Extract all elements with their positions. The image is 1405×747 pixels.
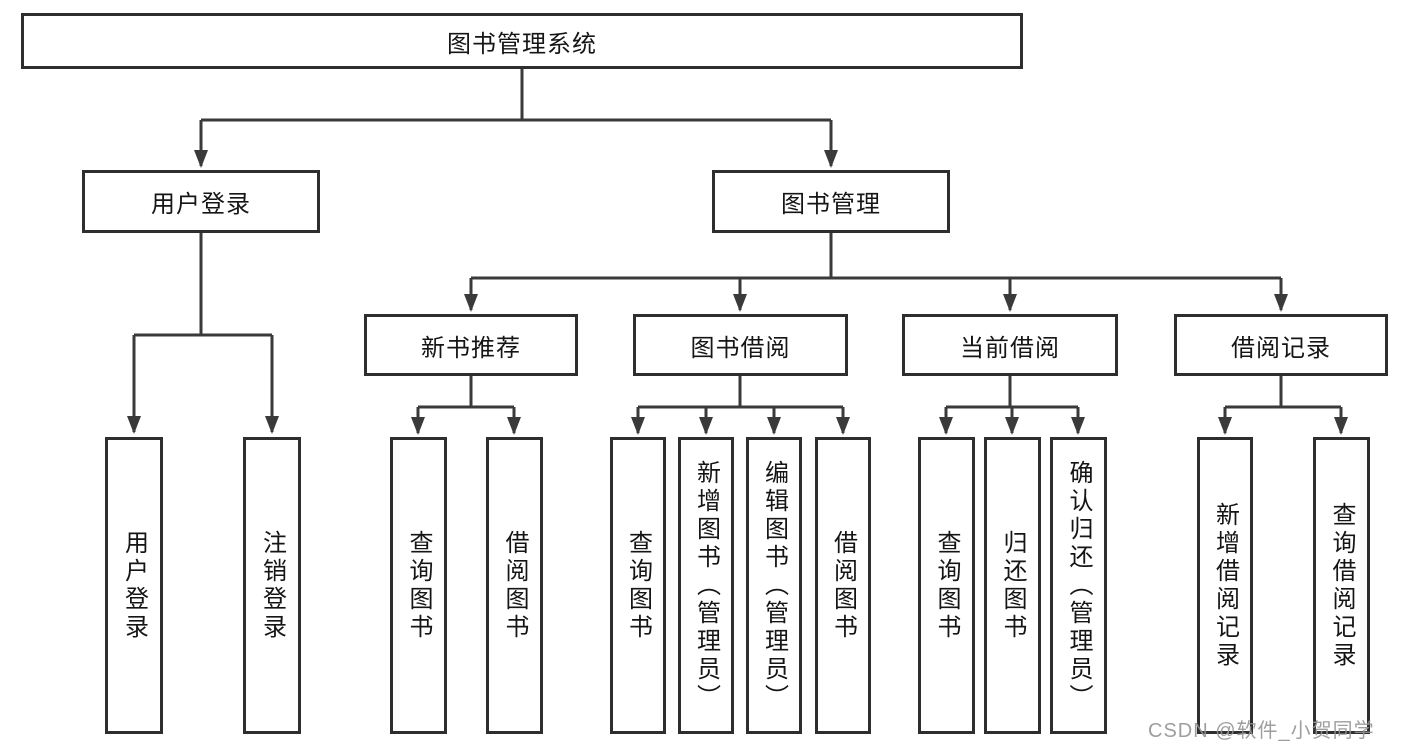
leaf-cb-confirm-return-admin: 确认归还（管理员）: [1050, 437, 1107, 734]
leaf-bb-add-books-admin: 新增图书（管理员）: [678, 437, 734, 734]
leaf-user-login: 用户登录: [105, 437, 163, 734]
leaf-bb-edit-books-admin: 编辑图书（管理员）: [746, 437, 802, 734]
node-new-book-recommend-label: 新书推荐: [421, 334, 521, 362]
node-root-system-label: 图书管理系统: [447, 30, 597, 58]
node-borrow-records-label: 借阅记录: [1231, 334, 1331, 362]
leaf-br-query-record: 查询借阅记录: [1313, 437, 1370, 734]
csdn-watermark: CSDN @软件_小贺同学: [1148, 720, 1375, 742]
leaf-br-query-record-label: 查询借阅记录: [1328, 501, 1355, 670]
node-book-borrow-label: 图书借阅: [690, 334, 791, 362]
node-new-book-recommend: 新书推荐: [364, 314, 578, 376]
leaf-nb-query-books: 查询图书: [390, 437, 447, 734]
node-root-system: 图书管理系统: [21, 13, 1023, 69]
leaf-nb-borrow-books: 借阅图书: [486, 437, 543, 734]
leaf-br-add-record-label: 新增借阅记录: [1211, 501, 1239, 670]
leaf-bb-borrow-books-label: 借阅图书: [829, 529, 857, 642]
node-current-borrow-label: 当前借阅: [960, 334, 1060, 362]
leaf-br-add-record: 新增借阅记录: [1197, 437, 1253, 734]
node-book-management-label: 图书管理: [781, 191, 881, 218]
node-borrow-records: 借阅记录: [1174, 314, 1388, 376]
leaf-logout: 注销登录: [243, 437, 301, 734]
leaf-nb-query-books-label: 查询图书: [405, 529, 432, 642]
leaf-bb-query-books: 查询图书: [610, 437, 666, 734]
leaf-logout-label: 注销登录: [258, 529, 286, 642]
leaf-cb-return-books: 归还图书: [984, 437, 1041, 734]
leaf-bb-borrow-books: 借阅图书: [815, 437, 871, 734]
leaf-bb-edit-books-admin-label: 编辑图书（管理员）: [760, 459, 788, 712]
node-user-login-label: 用户登录: [151, 191, 251, 218]
leaf-cb-return-books-label: 归还图书: [999, 529, 1026, 642]
node-book-management: 图书管理: [712, 170, 950, 233]
leaf-user-login-label: 用户登录: [120, 529, 148, 642]
leaf-bb-add-books-admin-label: 新增图书（管理员）: [692, 459, 720, 712]
node-book-borrow: 图书借阅: [633, 314, 848, 376]
leaf-cb-confirm-return-admin-label: 确认归还（管理员）: [1065, 459, 1092, 712]
leaf-cb-query-books: 查询图书: [918, 437, 975, 734]
node-current-borrow: 当前借阅: [902, 314, 1118, 376]
leaf-nb-borrow-books-label: 借阅图书: [501, 529, 528, 642]
node-user-login: 用户登录: [82, 170, 320, 233]
leaf-bb-query-books-label: 查询图书: [624, 529, 652, 642]
leaf-cb-query-books-label: 查询图书: [933, 529, 960, 642]
